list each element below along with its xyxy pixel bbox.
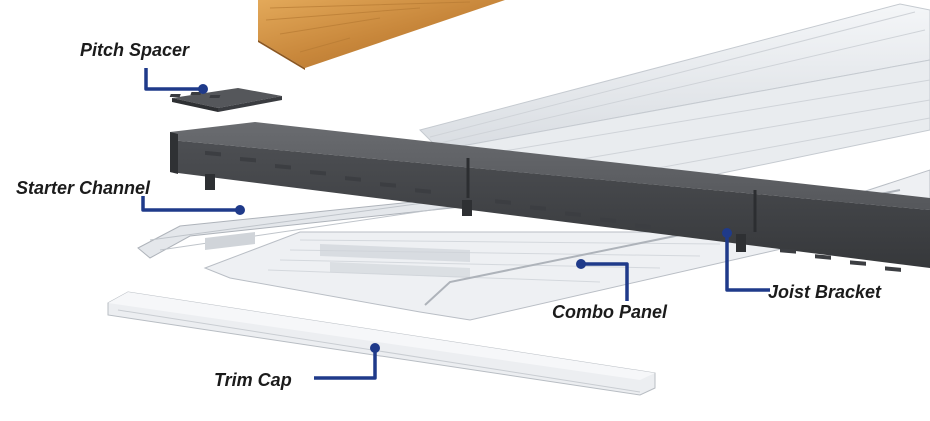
leader-joist-bracket: [725, 233, 770, 292]
trim-cap-illustration: [107, 291, 656, 396]
leader-dot-combo-panel: [576, 259, 586, 269]
pitch-spacer-illustration: [169, 88, 282, 112]
leader-starter-channel: [141, 196, 240, 212]
leader-trim-cap: [314, 348, 377, 380]
joist-bracket-label: Joist Bracket: [768, 282, 882, 302]
trim-cap-label: Trim Cap: [214, 370, 292, 390]
pitch-spacer-label: Pitch Spacer: [80, 40, 190, 60]
leader-lines: [141, 68, 770, 380]
leader-dot-pitch-spacer: [198, 84, 208, 94]
joist-bracket-illustration: [170, 122, 930, 272]
leader-dot-joist-bracket: [722, 228, 732, 238]
leader-dot-trim-cap: [370, 343, 380, 353]
leader-pitch-spacer: [144, 68, 203, 91]
combo-panel-label: Combo Panel: [552, 302, 668, 322]
starter-channel-label: Starter Channel: [16, 178, 151, 198]
leader-combo-panel: [581, 262, 629, 301]
leader-dot-starter-channel: [235, 205, 245, 215]
wood-joist: [258, 0, 505, 70]
